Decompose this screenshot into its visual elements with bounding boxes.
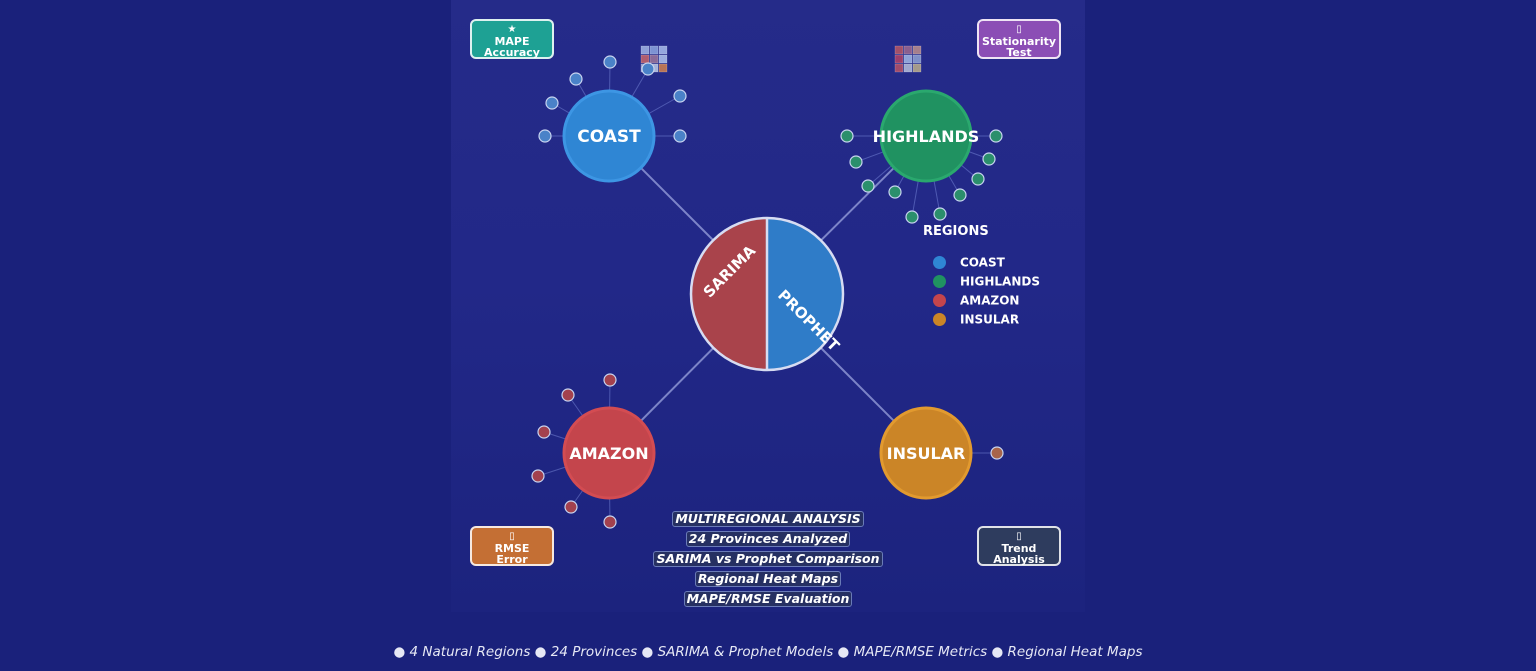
satellites-amazon (531, 373, 617, 529)
legend-swatch (933, 275, 946, 288)
chart-icon: ▯ (1016, 531, 1022, 542)
legend-item-insular: INSULAR (933, 312, 1019, 328)
summary-line-1: MULTIREGIONAL ANALYSIS (672, 511, 864, 527)
region-insular: INSULAR (879, 406, 973, 500)
region-coast-label: COAST (577, 127, 641, 147)
province-node (989, 129, 1003, 143)
legend-label: COAST (960, 255, 1005, 270)
chart-icon: ▯ (509, 531, 515, 542)
heatmap-highlands-icon (894, 45, 922, 73)
badge-line2: Analysis (993, 553, 1045, 566)
region-amazon: AMAZON (562, 406, 656, 500)
badge-line1: Trend (1001, 542, 1037, 555)
province-node (990, 446, 1004, 460)
province-node (673, 129, 687, 143)
province-node (861, 179, 875, 193)
legend-item-amazon: AMAZON (933, 293, 1019, 309)
province-node (545, 96, 559, 110)
satellites-coast (538, 55, 687, 143)
province-node (933, 207, 947, 221)
summary-line-2: 24 Provinces Analyzed (685, 531, 851, 547)
province-node (603, 55, 617, 69)
province-node (531, 469, 545, 483)
legend-label: INSULAR (960, 312, 1020, 327)
region-highlands: HIGHLANDS (873, 89, 980, 183)
legend-swatch (933, 256, 946, 269)
summary-line-3: SARIMA vs Prophet Comparison (653, 551, 883, 567)
legend-label: HIGHLANDS (960, 274, 1040, 289)
province-node (888, 185, 902, 199)
province-node (673, 89, 687, 103)
legend-title: REGIONS (923, 224, 989, 239)
legend-swatch (933, 294, 946, 307)
region-highlands-label: HIGHLANDS (873, 127, 980, 146)
province-node (641, 62, 655, 76)
province-node (840, 129, 854, 143)
badge-line1: Stationarity (981, 35, 1057, 48)
badge-line1: MAPE (494, 35, 530, 48)
rmse-error-badge: ▯ RMSE Error (470, 526, 554, 566)
province-node (603, 373, 617, 387)
star-icon: ★ (507, 24, 517, 35)
region-coast: COAST (562, 89, 656, 183)
satellites-insular (990, 446, 1004, 460)
legend-label: AMAZON (960, 293, 1020, 308)
prophet-half (767, 218, 843, 370)
trend-analysis-badge: ▯ Trend Analysis (977, 526, 1061, 566)
model-comparison-disc: SARIMA PROPHET (689, 216, 845, 372)
province-node (971, 172, 985, 186)
region-highlands-circle (879, 89, 973, 183)
mape-accuracy-badge: ★ MAPE Accuracy (470, 19, 554, 59)
footer-caption: ● 4 Natural Regions ● 24 Provinces ● SAR… (393, 644, 1143, 660)
legend-item-highlands: HIGHLANDS (933, 274, 1040, 290)
summary-line-4: Regional Heat Maps (694, 571, 842, 587)
sarima-half (691, 218, 767, 370)
province-node (982, 152, 996, 166)
legend-item-coast: COAST (933, 255, 1005, 271)
badge-line2: Accuracy (484, 46, 540, 59)
chart-icon: ▯ (1016, 24, 1022, 35)
region-insular-label: INSULAR (887, 444, 966, 463)
province-node (905, 210, 919, 224)
province-node (953, 188, 967, 202)
region-amazon-label: AMAZON (569, 444, 648, 463)
province-node (564, 500, 578, 514)
province-node (603, 515, 617, 529)
analysis-summary: MULTIREGIONAL ANALYSIS 24 Provinces Anal… (640, 508, 896, 608)
region-amazon-circle (562, 406, 656, 500)
stationarity-test-badge: ▯ Stationarity Test (977, 19, 1061, 59)
satellites-highlands (840, 129, 1003, 224)
region-coast-circle (562, 89, 656, 183)
legend-swatch (933, 313, 946, 326)
province-node (537, 425, 551, 439)
badge-line2: Error (496, 553, 528, 566)
summary-line-5: MAPE/RMSE Evaluation (683, 591, 853, 607)
province-node (849, 155, 863, 169)
badge-line2: Test (1006, 46, 1032, 59)
province-node (561, 388, 575, 402)
badge-line1: RMSE (494, 542, 530, 555)
province-node (569, 72, 583, 86)
region-insular-circle (879, 406, 973, 500)
province-node (538, 129, 552, 143)
